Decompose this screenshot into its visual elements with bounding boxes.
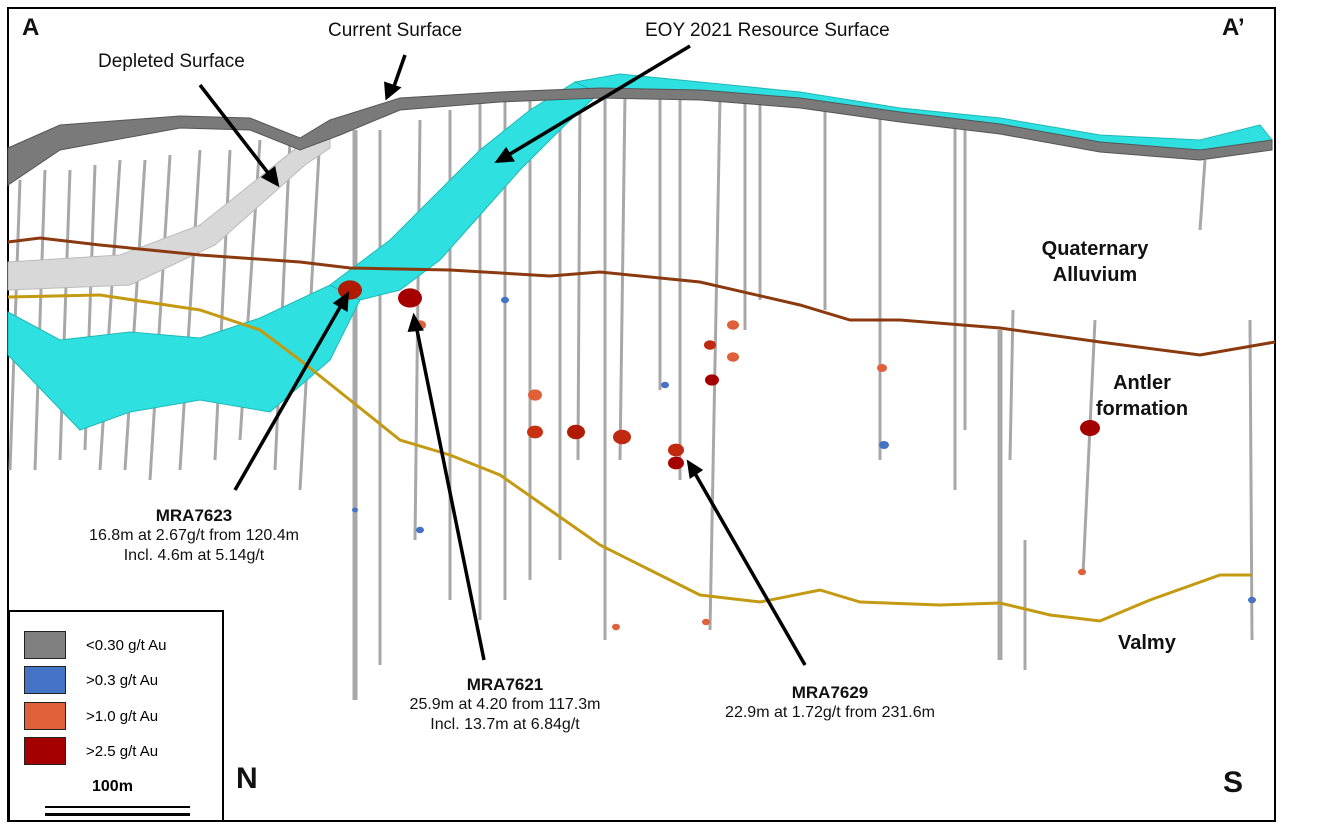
quaternary-alluvium-label: Quaternary Alluvium bbox=[1040, 236, 1150, 288]
grade-intercept-mark bbox=[727, 320, 739, 330]
grade-intercept-mark bbox=[877, 364, 887, 372]
drill-hole-trace bbox=[1008, 309, 1015, 461]
legend-label: <0.30 g/t Au bbox=[86, 636, 167, 654]
grade-intercept-mark bbox=[702, 618, 710, 626]
hole-id: MRA7621 bbox=[466, 675, 544, 694]
grade-intercept-mark bbox=[613, 429, 631, 445]
hole-id: MRA7623 bbox=[155, 506, 233, 525]
eoy-resource-surface-label: EOY 2021 Resource Surface bbox=[645, 20, 890, 41]
resource-surface-lower bbox=[7, 284, 361, 431]
hole-callout-mra7623: MRA7623 16.8m at 2.67g/t from 120.4m Inc… bbox=[89, 506, 299, 566]
legend-label: >1.0 g/t Au bbox=[86, 707, 159, 725]
drill-hole-trace bbox=[33, 169, 47, 471]
south-label: S bbox=[1223, 766, 1244, 799]
grade-intercept-mark bbox=[668, 443, 684, 457]
drill-hole-trace bbox=[618, 94, 627, 461]
grade-intercept-mark bbox=[567, 424, 585, 440]
legend-item: >2.5 g/t Au bbox=[24, 736, 158, 766]
hole-callout-mra7629: MRA7629 22.9m at 1.72g/t from 231.6m bbox=[725, 683, 935, 723]
antler-formation-label: Antler formation bbox=[1092, 370, 1192, 422]
hole-including: Incl. 13.7m at 6.84g/t bbox=[430, 716, 580, 733]
grade-intercept-mark bbox=[705, 374, 719, 386]
drill-hole-trace bbox=[1248, 319, 1254, 641]
legend-swatch bbox=[24, 737, 66, 765]
valmy-label: Valmy bbox=[1118, 632, 1176, 654]
drill-hole-trace bbox=[213, 149, 232, 461]
current-surface-label: Current Surface bbox=[328, 20, 463, 41]
hole-callout-mra7621: MRA7621 25.9m at 4.20 from 117.3m Incl. … bbox=[410, 675, 601, 735]
legend-item: <0.30 g/t Au bbox=[24, 630, 167, 660]
valmy-contact-line bbox=[7, 293, 1252, 623]
drill-hole-trace bbox=[123, 159, 147, 471]
quaternary-line1: Quaternary bbox=[1041, 238, 1149, 260]
depleted-surface bbox=[7, 134, 331, 291]
section-end-label: A’ bbox=[1222, 14, 1245, 41]
hole-including: Incl. 4.6m at 5.14g/t bbox=[123, 547, 265, 564]
grade-intercept-mark bbox=[398, 288, 422, 308]
scale-bar bbox=[45, 806, 190, 816]
hole-intercept: 25.9m at 4.20 from 117.3m bbox=[409, 696, 601, 713]
depleted-surface-label: Depleted Surface bbox=[98, 51, 245, 72]
drill-hole-trace bbox=[1081, 319, 1097, 576]
grade-intercept-mark bbox=[527, 425, 543, 439]
legend-swatch bbox=[24, 631, 66, 659]
alluvium-contact-line bbox=[7, 236, 1276, 357]
antler-line2: formation bbox=[1095, 398, 1189, 420]
north-label: N bbox=[236, 762, 258, 795]
drill-hole-trace bbox=[1198, 159, 1207, 231]
grade-intercept-mark bbox=[352, 507, 358, 513]
grade-intercept-mark bbox=[528, 389, 542, 401]
drill-hole-trace bbox=[576, 97, 582, 461]
hole-intercept: 16.8m at 2.67g/t from 120.4m bbox=[89, 527, 299, 544]
callout-arrows bbox=[198, 44, 807, 666]
grade-intercept-mark bbox=[879, 441, 889, 449]
grade-intercept-mark bbox=[338, 280, 362, 300]
grade-intercept-mark bbox=[416, 526, 424, 534]
grade-intercept-mark bbox=[668, 456, 684, 470]
legend-item: >0.3 g/t Au bbox=[24, 665, 158, 695]
drill-hole-trace bbox=[58, 169, 72, 461]
legend-label: >0.3 g/t Au bbox=[86, 671, 159, 689]
legend-label: >2.5 g/t Au bbox=[86, 742, 159, 760]
grade-intercept-mark bbox=[1078, 568, 1086, 576]
drill-hole-trace bbox=[148, 154, 172, 481]
grade-intercept-mark bbox=[661, 381, 669, 389]
grade-intercept-mark bbox=[612, 623, 620, 631]
grade-intercept-mark bbox=[727, 352, 739, 362]
grade-intercept-mark bbox=[1248, 596, 1256, 604]
hole-intercept: 22.9m at 1.72g/t from 231.6m bbox=[725, 704, 935, 721]
current-surface bbox=[7, 87, 1273, 186]
drill-hole-trace bbox=[708, 97, 722, 631]
drill-holes bbox=[8, 94, 1254, 700]
quaternary-line2: Alluvium bbox=[1052, 264, 1138, 286]
section-start-label: A bbox=[22, 14, 40, 41]
grade-intercept-mark bbox=[1080, 420, 1100, 436]
antler-line1: Antler bbox=[1113, 372, 1171, 394]
grade-intercept-mark bbox=[501, 296, 509, 304]
mineralized-intercepts bbox=[338, 280, 1256, 631]
legend-swatch bbox=[24, 666, 66, 694]
scale-bar-label: 100m bbox=[92, 778, 133, 795]
hole-id: MRA7629 bbox=[791, 683, 869, 702]
legend-swatch bbox=[24, 702, 66, 730]
grade-legend: <0.30 g/t Au >0.3 g/t Au >1.0 g/t Au >2.… bbox=[8, 610, 224, 822]
grade-intercept-mark bbox=[704, 340, 716, 350]
legend-item: >1.0 g/t Au bbox=[24, 701, 158, 731]
